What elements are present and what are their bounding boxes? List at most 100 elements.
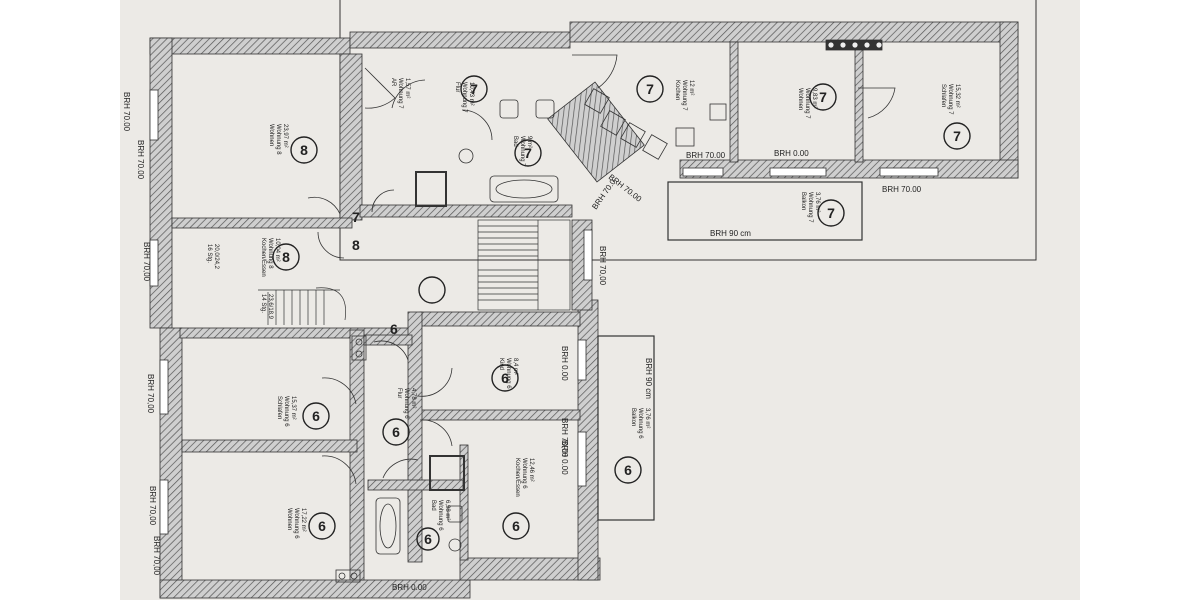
label-u7-wohnen: Wohnen Wohnung 7 9,83 m² [797, 88, 817, 119]
unit-6-kind-number: 6 [501, 370, 509, 386]
unit-6-schlafen-marker [302, 402, 330, 430]
unit-7-bad-number: 7 [524, 145, 532, 161]
svg-text:Wohnung 8: Wohnung 8 [267, 238, 273, 269]
label-u7-schlafen: Schlafen Wohnung 7 15,32 m² [940, 84, 960, 115]
unit-7-wohnen-number: 7 [819, 89, 827, 105]
unit-6-bad-number: 6 [424, 531, 432, 547]
svg-text:Wohnung 6: Wohnung 6 [505, 358, 511, 389]
unit-7-balkon-number: 7 [827, 205, 835, 221]
brh-label-u6-kind: BRH 0.00 [560, 346, 569, 381]
marker-6-door: 6 [390, 321, 398, 337]
svg-text:15,37 m²: 15,37 m² [290, 396, 296, 420]
label-u6-kochen: Kochen/Essen Wohnung 6 12,46 m² [514, 458, 534, 497]
svg-text:Wohnung 7: Wohnung 7 [807, 192, 813, 223]
sink-6-icon [447, 505, 463, 523]
svg-text:Kochen/Essen: Kochen/Essen [514, 458, 520, 497]
brh-label-west-6: BRH 70,00 [152, 536, 161, 576]
svg-text:Wohnung 6: Wohnung 6 [293, 508, 299, 539]
unit-8-kochen-number: 8 [282, 249, 290, 265]
unit-6-kochen-number: 6 [512, 518, 520, 534]
unit-8-wohnen-number: 8 [300, 142, 308, 158]
svg-text:6,98 m²: 6,98 m² [444, 500, 450, 520]
unit-7-kochen-number: 7 [646, 81, 654, 97]
doors [307, 54, 896, 485]
brh-label-west-3: BRH 70,00 [142, 242, 151, 282]
brh-label-stair: BRH 70,00 [598, 246, 607, 286]
unit-7-bad-marker [514, 139, 542, 167]
svg-text:Wohnung 8: Wohnung 8 [275, 124, 281, 155]
walls [149, 21, 1019, 599]
unit-6-schlafen-number: 6 [312, 408, 320, 424]
unit-6-kind-marker [491, 364, 519, 392]
svg-text:3,76 m²: 3,76 m² [814, 192, 820, 212]
svg-text:Flur: Flur [396, 388, 402, 398]
svg-text:Bad: Bad [430, 500, 436, 511]
svg-text:Schlafen: Schlafen [940, 84, 946, 107]
stove-7-icon [709, 103, 727, 121]
svg-text:Wohnung 7: Wohnung 7 [804, 88, 810, 119]
brh-label-u6-kochen: BRH 70,00 [560, 418, 569, 458]
balcony-7 [667, 181, 863, 241]
svg-text:Wohnung 6: Wohnung 6 [521, 458, 527, 489]
brh-label-u6-balkon: BRH 90 cm [644, 358, 653, 399]
svg-text:12 m²: 12 m² [688, 80, 694, 95]
svg-text:Wohnen: Wohnen [286, 508, 292, 530]
label-u6-balkon: Balkon Wohnung 6 3,76 m² [630, 408, 650, 439]
brh-label-7-east: BRH 70.00 [882, 185, 922, 194]
svg-text:14 Stg.: 14 Stg. [260, 294, 266, 313]
bathtub-7-icon [489, 175, 559, 203]
unit-6-kochen-marker [502, 512, 530, 540]
brh-label-west-5: BRH 70,00 [148, 486, 157, 526]
label-u6-flur: Flur Wohnung 6 4,78 m² [396, 388, 416, 419]
svg-text:Bad: Bad [512, 136, 518, 147]
svg-text:Kochen/Essen: Kochen/Essen [260, 238, 266, 277]
svg-text:4,78 m²: 4,78 m² [410, 388, 416, 408]
svg-text:20,0/24,2: 20,0/24,2 [213, 244, 219, 270]
unit-7-wohnen-marker [809, 83, 837, 111]
unit-6-wohnen-marker [308, 512, 336, 540]
unit-6-wohnen-number: 6 [318, 518, 326, 534]
svg-text:23,97 m²: 23,97 m² [282, 124, 288, 148]
svg-text:Wohnung 6: Wohnung 6 [403, 388, 409, 419]
svg-text:Kochen: Kochen [674, 80, 680, 100]
svg-text:12,46 m²: 12,46 m² [528, 458, 534, 482]
svg-text:Wohnung 6: Wohnung 6 [283, 396, 289, 427]
stairwell-marker [418, 276, 446, 304]
label-u7-bad: Bad Wohnung 7 9 m² [512, 136, 532, 167]
marker-7-door: 7 [352, 209, 360, 225]
unit-7-flur-number: 7 [470, 81, 478, 97]
unit-6-bad-marker [416, 527, 440, 551]
unit-7-kochen-marker [636, 75, 664, 103]
unit-6-balkon-number: 6 [624, 462, 632, 478]
svg-text:AR: AR [390, 78, 396, 87]
label-u7-kochen: Kochen Wohnung 7 12 m² [674, 80, 694, 111]
svg-text:3,76 m²: 3,76 m² [644, 408, 650, 428]
label-u6-wohnen: Wohnen Wohnung 6 17,22 m² [286, 508, 306, 539]
bathtub-6-icon [375, 497, 401, 555]
sink-7-icon [499, 99, 519, 119]
svg-text:Wohnung 7: Wohnung 7 [461, 82, 467, 113]
brh-label-west-1: BRH 70.00 [122, 92, 131, 132]
svg-text:10,43 m²: 10,43 m² [468, 82, 474, 106]
svg-text:17,22 m²: 17,22 m² [300, 508, 306, 532]
label-u6-bad: Bad Wohnung 6 6,98 m² [430, 500, 450, 531]
toilet-6-icon [448, 538, 462, 552]
svg-text:Wohnung 7: Wohnung 7 [397, 78, 403, 109]
unit-7-flur-marker [460, 75, 488, 103]
brh-label-7-kitchen: BRH 70.00 [686, 151, 726, 160]
label-u6-kind: Kind Wohnung 6 8,4 m² [498, 358, 518, 389]
svg-text:Wohnung 7: Wohnung 7 [519, 136, 525, 167]
stairs [258, 219, 571, 325]
svg-text:9 m²: 9 m² [526, 136, 532, 148]
svg-text:15,32 m²: 15,32 m² [954, 84, 960, 108]
svg-text:Schlafen: Schlafen [276, 396, 282, 419]
label-u7-entry: AR Wohnung 7 1,57 m² [390, 78, 410, 109]
brh-label-7-balcony: BRH 90 cm [710, 229, 751, 238]
brh-label-u6-kochen-b: BRH 0.00 [560, 440, 569, 475]
marker-8-door: 8 [352, 237, 360, 253]
svg-text:Wohnung 7: Wohnung 7 [681, 80, 687, 111]
toilet-7-icon [458, 148, 474, 164]
label-u8-kochen: Kochen/Essen Wohnung 8 10,04 m² [260, 238, 280, 277]
